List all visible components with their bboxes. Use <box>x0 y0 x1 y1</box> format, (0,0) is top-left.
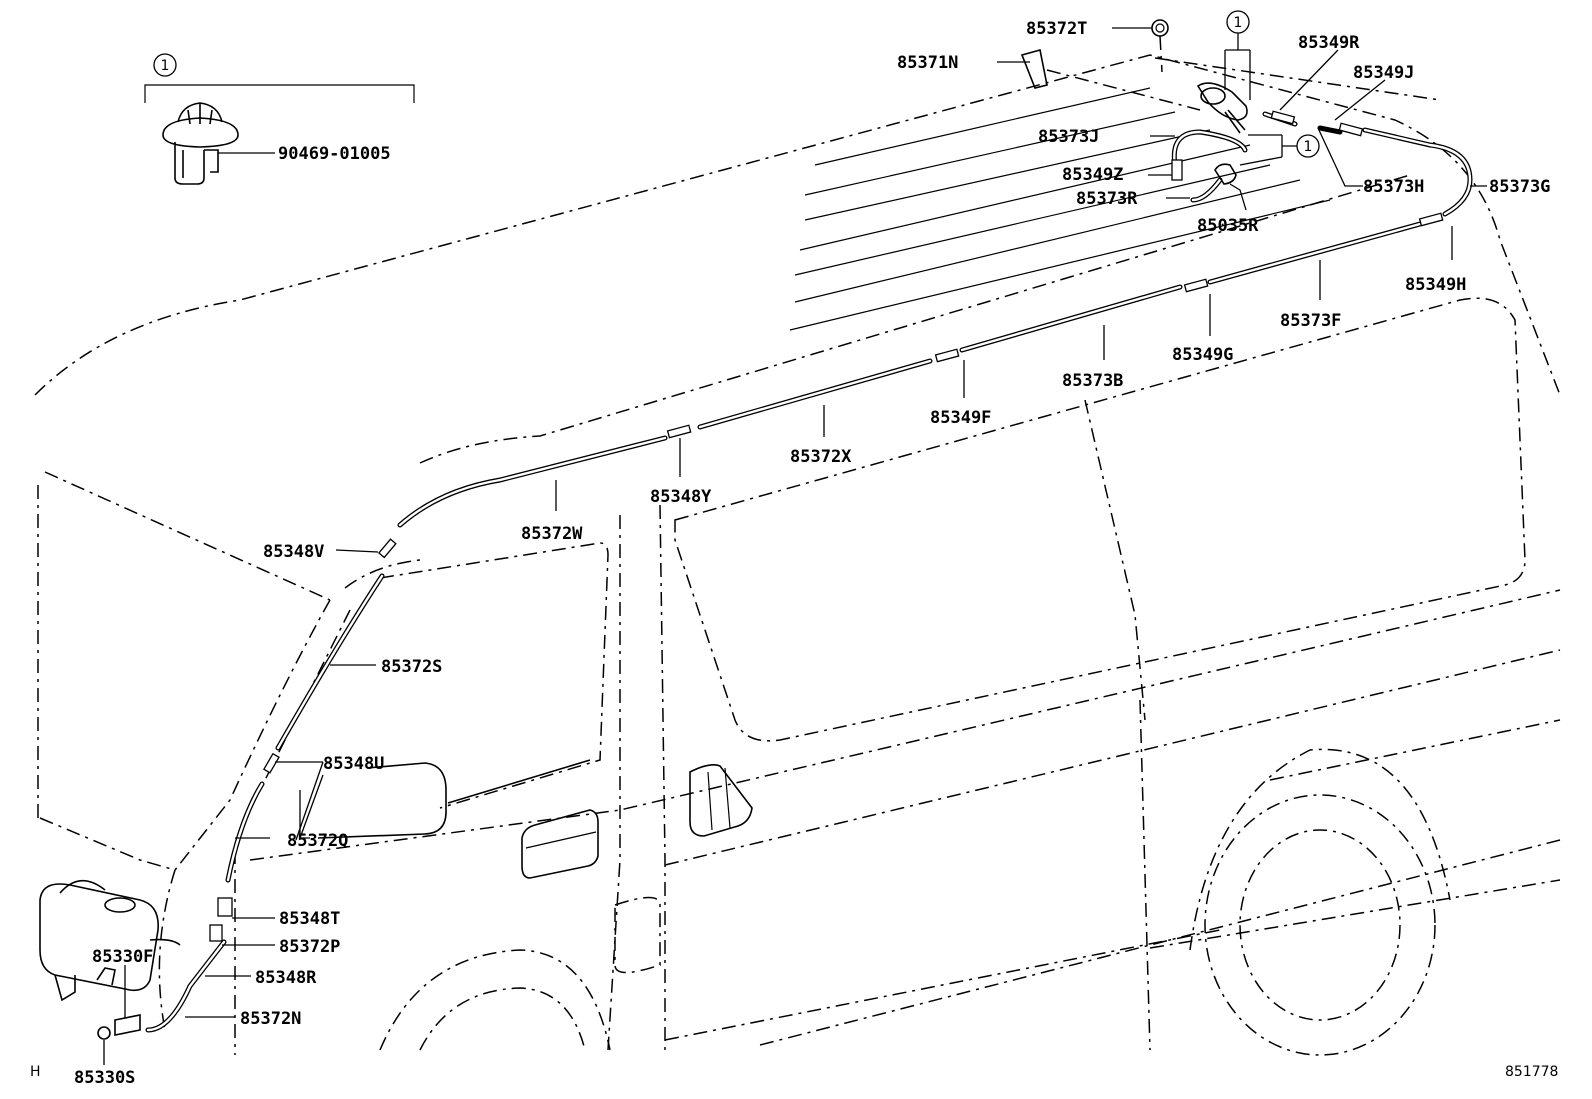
label-85035R: 85035R <box>1197 216 1259 236</box>
label-85330F: 85330F <box>92 947 153 967</box>
check-valve <box>1214 163 1237 185</box>
label-85349F: 85349F <box>930 408 991 428</box>
front-door-handle <box>521 809 599 879</box>
callout-1-top: 1 <box>1224 10 1251 100</box>
callout-1-mid: 1 <box>1239 134 1320 166</box>
label-85373B: 85373B <box>1062 371 1123 391</box>
label-85348T: 85348T <box>279 909 340 929</box>
callout-1-mid-text: 1 <box>1304 139 1313 155</box>
legend-number: 1 <box>161 58 170 74</box>
label-85372N: 85372N <box>240 1009 301 1029</box>
cover <box>1020 48 1048 89</box>
hose-joints <box>209 110 1444 942</box>
label-85348U: 85348U <box>323 754 384 774</box>
label-85373H: 85373H <box>1363 177 1424 197</box>
label-85372Q: 85372Q <box>287 831 348 851</box>
label-85371N: 85371N <box>897 53 958 73</box>
corner-letter: H <box>30 1064 41 1080</box>
legend-circle <box>153 53 177 77</box>
part-labels: 85372T 85371N 85349R 85349J 85373J 85349… <box>74 19 1550 1088</box>
door-handle <box>689 764 753 837</box>
label-85373R: 85373R <box>1076 189 1138 209</box>
legend-bracket <box>144 84 415 103</box>
label-85349H: 85349H <box>1405 275 1466 295</box>
callout-1-top-text: 1 <box>1234 15 1243 31</box>
pump-grommet <box>97 1026 111 1040</box>
label-85372P: 85372P <box>279 937 340 957</box>
rear-nozzle-assembly <box>1020 19 1248 185</box>
figure-code: 851778 <box>1505 1064 1558 1080</box>
label-85373F: 85373F <box>1280 311 1341 331</box>
legend-clip: 1 90469-01005 <box>144 53 415 185</box>
label-85349G: 85349G <box>1172 345 1233 365</box>
label-85372T: 85372T <box>1026 19 1087 39</box>
roof-stripes <box>789 87 1331 331</box>
washer-tank <box>39 879 181 1040</box>
label-85349Z: 85349Z <box>1062 165 1123 185</box>
label-85348R: 85348R <box>255 968 317 988</box>
label-85372X: 85372X <box>790 447 852 467</box>
label-85349R: 85349R <box>1298 33 1360 53</box>
label-85372W: 85372W <box>521 524 583 544</box>
label-85348V: 85348V <box>263 542 324 562</box>
legend-part-number: 90469-01005 <box>278 144 391 164</box>
label-85349J: 85349J <box>1353 63 1414 83</box>
label-85348Y: 85348Y <box>650 487 712 507</box>
clip-icon <box>162 102 239 185</box>
label-85373J: 85373J <box>1038 127 1099 147</box>
label-85372S: 85372S <box>381 657 442 677</box>
grommet <box>1151 19 1169 37</box>
label-85373G: 85373G <box>1489 177 1550 197</box>
van-body-outline <box>34 54 1561 1056</box>
washer-pump <box>114 1014 141 1036</box>
leader-lines <box>103 27 1487 1065</box>
washer-hose <box>145 111 1473 1033</box>
label-85330S: 85330S <box>74 1068 135 1088</box>
mirror <box>317 759 591 839</box>
